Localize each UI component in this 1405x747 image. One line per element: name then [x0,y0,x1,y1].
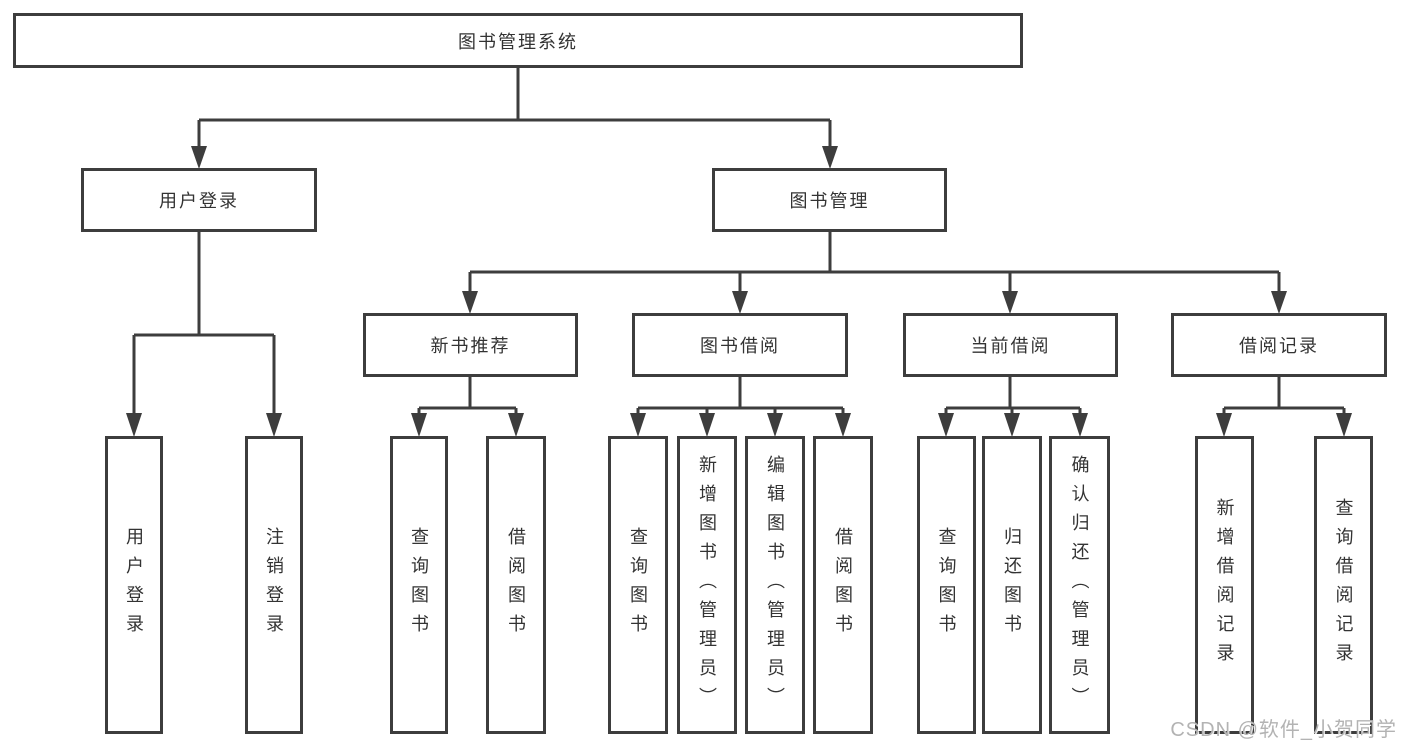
connector-new-book-recommend-to-leaves [411,377,524,437]
leaf-bb-borrow-books: 借阅图书 [813,436,873,734]
leaf-nb-borrow-books: 借阅图书 [486,436,546,734]
node-user-login: 用户登录 [81,168,317,232]
leaf-bb-edit-books-admin: 编辑图书（管理员） [745,436,805,734]
leaf-cb-query-books: 查询图书 [917,436,976,734]
node-label: 归还图书 [1002,527,1022,643]
leaf-cb-confirm-return-admin: 确认归还（管理员） [1049,436,1110,734]
node-label: 注销登录 [264,527,284,643]
node-label: 借阅图书 [506,527,526,643]
node-book-management: 图书管理 [712,168,947,232]
node-label: 图书管理 [789,191,870,211]
node-label: 查询图书 [936,527,957,643]
node-label: 图书管理系统 [458,31,578,52]
node-label: 确认归还（管理员） [1069,454,1090,716]
node-borrowing-records: 借阅记录 [1171,313,1387,377]
csdn-watermark: CSDN @软件_小贺同学 [1170,719,1397,741]
connector-book-management-to-level3 [462,232,1287,314]
node-label: 查询借阅记录 [1333,498,1354,672]
node-label: 当前借阅 [970,336,1051,356]
connector-borrowing-records-to-leaves [1216,377,1352,437]
node-book-borrowing: 图书借阅 [632,313,848,377]
node-label: 借阅记录 [1239,336,1319,356]
leaf-bb-query-books: 查询图书 [608,436,668,734]
leaf-nb-query-books: 查询图书 [390,436,448,734]
connector-root-to-level2 [191,68,838,169]
node-label: 查询图书 [628,527,648,643]
leaf-br-add-record: 新增借阅记录 [1195,436,1254,734]
connector-book-borrowing-to-leaves [630,377,851,437]
node-label: 新增借阅记录 [1214,498,1235,672]
leaf-logout: 注销登录 [245,436,303,734]
node-label: 用户登录 [124,527,144,643]
node-label: 新书推荐 [430,336,511,356]
node-label: 图书借阅 [700,336,780,356]
leaf-bb-add-books-admin: 新增图书（管理员） [677,436,737,734]
node-root: 图书管理系统 [13,13,1023,68]
connector-current-borrowing-to-leaves [938,377,1088,437]
node-label: 用户登录 [159,191,239,211]
node-new-book-recommend: 新书推荐 [363,313,578,377]
leaf-cb-return-books: 归还图书 [982,436,1042,734]
leaf-user-login: 用户登录 [105,436,163,734]
node-current-borrowing: 当前借阅 [903,313,1118,377]
leaf-br-query-record: 查询借阅记录 [1314,436,1373,734]
node-label: 查询图书 [409,527,429,643]
node-label: 编辑图书（管理员） [765,454,785,716]
node-label: 借阅图书 [833,527,853,643]
node-label: 新增图书（管理员） [697,454,717,716]
connector-user-login-to-leaves [126,232,282,437]
